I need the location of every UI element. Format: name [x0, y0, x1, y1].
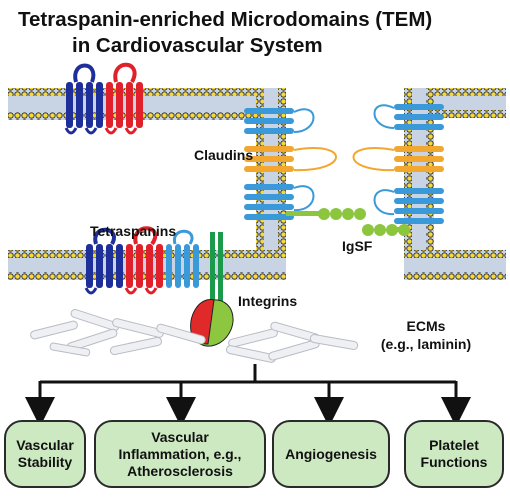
function-label: Vascular Inflammation, e.g., Atheroscler…	[118, 428, 242, 479]
function-label: Platelet Functions	[420, 437, 488, 470]
ecms-title: ECMs	[406, 318, 446, 334]
igsf-label: IgSF	[342, 238, 373, 254]
title-line-2: in Cardiovascular System	[72, 34, 323, 57]
claudins-right	[352, 104, 444, 224]
ecm-lattice	[30, 309, 359, 363]
function-box-angiogenesis: Angiogenesis	[272, 420, 390, 488]
ecms-label: ECMs (e.g., laminin)	[370, 317, 482, 353]
function-label: Vascular Stability	[16, 437, 74, 470]
igsf-chain	[286, 208, 410, 236]
function-box-vascular-inflammation: Vascular Inflammation, e.g., Atheroscler…	[94, 420, 266, 488]
claudins-left	[244, 108, 337, 220]
function-box-vascular-stability: Vascular Stability	[4, 420, 86, 488]
tetraspanin-cluster-upper	[64, 62, 143, 135]
function-label: Angiogenesis	[285, 445, 377, 462]
ecms-example: (e.g., laminin)	[380, 336, 472, 352]
function-box-platelet-functions: Platelet Functions	[404, 420, 504, 488]
title-line-1: Tetraspanin-enriched Microdomains (TEM)	[18, 8, 433, 31]
claudins-label: Claudins	[194, 147, 254, 163]
integrins-label: Integrins	[238, 293, 298, 309]
cell-membranes	[8, 88, 506, 280]
tetraspanins-label: Tetraspanins	[90, 223, 177, 239]
function-arrows	[25, 364, 471, 427]
tetraspanin-cluster-lower	[84, 226, 199, 295]
